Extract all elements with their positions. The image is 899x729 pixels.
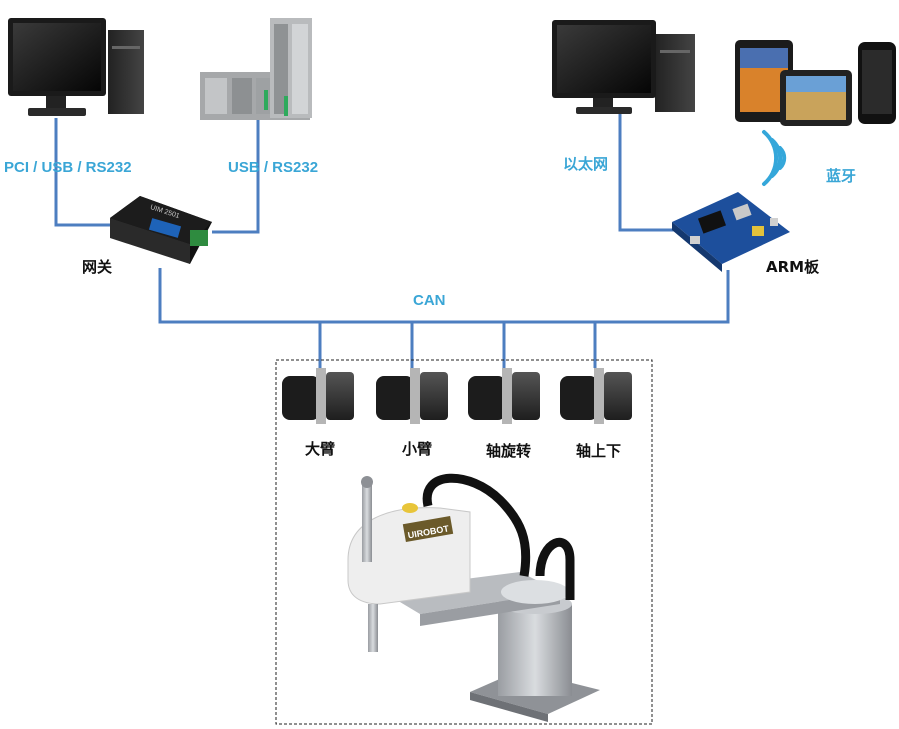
scara-robot-icon: UIROBOT [347, 473, 600, 722]
motor-2-label: 小臂 [402, 440, 432, 458]
gateway-device-icon: UIM 2501 [110, 196, 212, 264]
can-bus-line [158, 268, 730, 324]
motor-4-icon [560, 368, 632, 424]
desktop-pc-left-icon [8, 18, 144, 116]
motor-3-label: 轴旋转 [486, 442, 531, 460]
plc-to-gateway-line [212, 120, 260, 234]
bluetooth-label: 蓝牙 [826, 167, 856, 185]
plc-icon [200, 18, 312, 120]
desktop-pc-right-icon [552, 20, 695, 114]
motor-4-label: 轴上下 [576, 442, 621, 460]
bluetooth-waves-icon [762, 130, 787, 186]
plc-label: USB / RS232 [228, 159, 318, 176]
gateway-label: 网关 [82, 258, 112, 276]
arm-label: ARM板 [766, 258, 820, 276]
diagram-labels: PCI / USB / RS232 USB / RS232 网关 以太网 蓝牙 … [4, 155, 856, 460]
motor-1-icon [282, 368, 354, 424]
pc-left-to-gateway-line [54, 118, 110, 227]
pc-left-label: PCI / USB / RS232 [4, 159, 132, 176]
pc-right-to-arm-line [618, 112, 680, 232]
connection-lines [54, 112, 730, 368]
mobile-devices-icon [735, 40, 896, 126]
motor-1-label: 大臂 [305, 440, 335, 458]
motor-3-icon [468, 368, 540, 424]
can-label: CAN [413, 292, 446, 309]
pc-right-label: 以太网 [563, 155, 608, 173]
arm-board-icon [672, 192, 790, 272]
robot-frame [275, 359, 653, 725]
motor-2-icon [376, 368, 448, 424]
